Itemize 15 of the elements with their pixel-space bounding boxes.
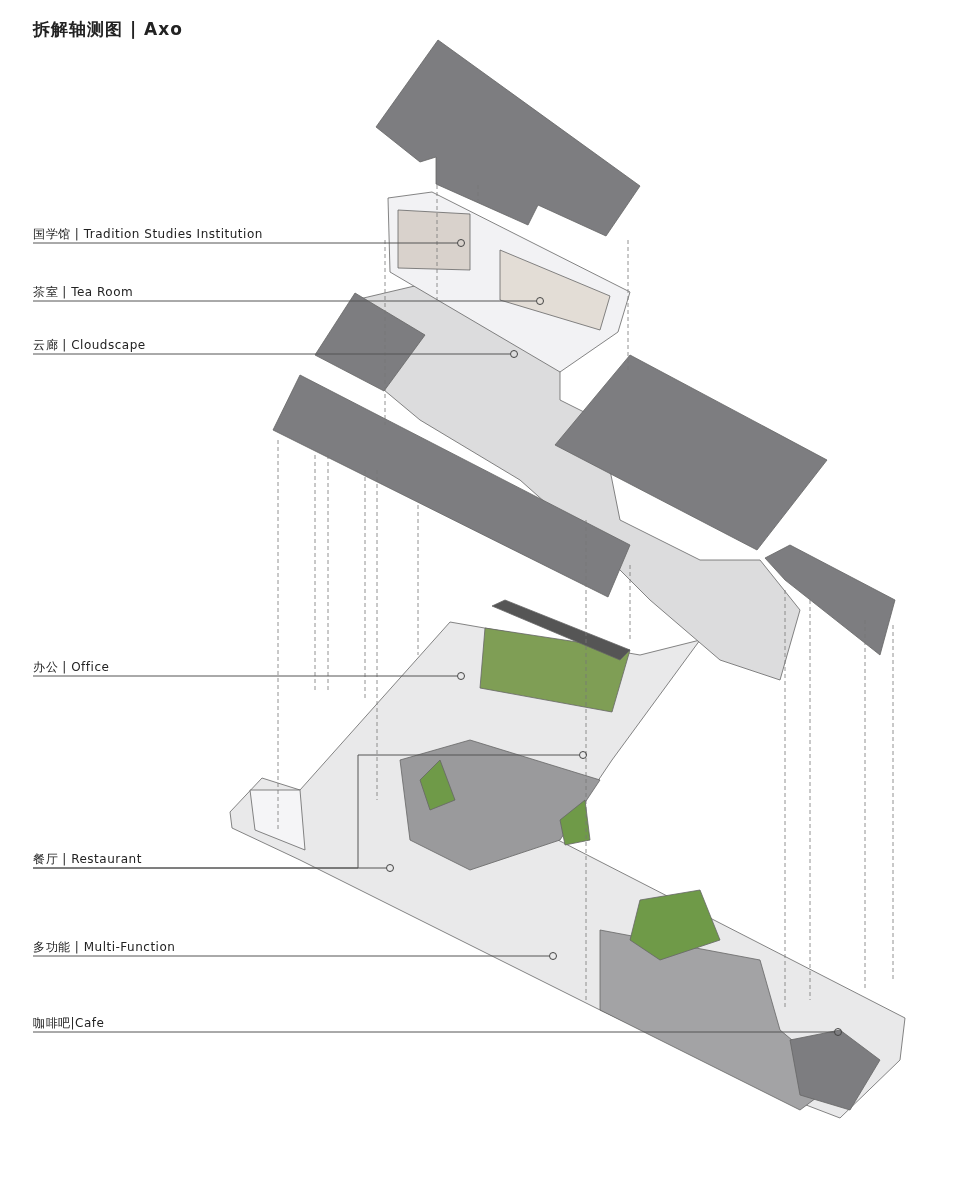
room-label: 餐厅 | Restaurant: [33, 851, 142, 867]
leader-line: [32, 754, 580, 869]
room-label: 国学馆 | Tradition Studies Institution: [33, 226, 263, 242]
leader-line: [32, 242, 458, 244]
leader-line: [32, 675, 458, 677]
leader-line: [32, 353, 511, 355]
room-label: 办公 | Office: [33, 659, 110, 675]
leader-line: [32, 955, 550, 957]
leader-line: [32, 1031, 835, 1033]
leader-line: [32, 300, 537, 302]
room-label: 云廊 | Cloudscape: [33, 337, 146, 353]
room-label: 多功能 | Multi-Function: [33, 939, 176, 955]
room-label: 茶室 | Tea Room: [33, 284, 134, 300]
title: 拆解轴测图 | Axo: [33, 18, 183, 41]
room-label: 咖啡吧|Cafe: [33, 1015, 105, 1031]
